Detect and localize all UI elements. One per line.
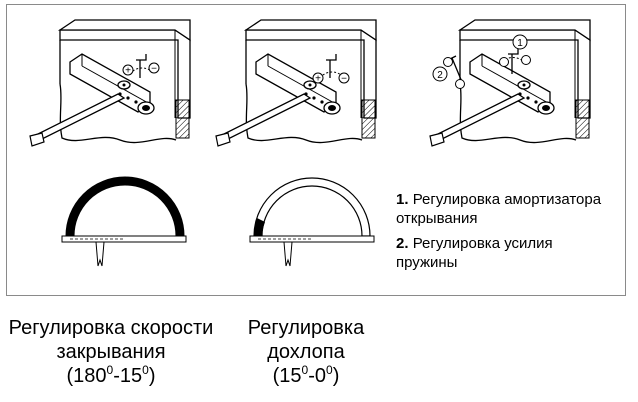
adjustment-legend: 1. Регулировка амортизатора открывания 2…: [396, 190, 626, 278]
callout-2: 2: [437, 70, 443, 81]
caption-line: дохлопа: [267, 341, 345, 363]
closing-speed-caption: Регулировка скорости закрывания (1800-15…: [4, 316, 218, 388]
screwdriver-icon: [122, 54, 160, 78]
caption-line: Регулировка: [247, 317, 365, 339]
legend-item-2: 2. Регулировка усилия пружины: [396, 234, 626, 272]
caption-line: закрывания: [56, 341, 166, 363]
minus-sign: −: [341, 74, 347, 85]
closer-illustration-3: [429, 19, 591, 147]
callout-1: 1: [517, 38, 523, 49]
legend-text: Регулировка амортизатора: [412, 191, 602, 208]
screwdriver-icon: [432, 55, 465, 89]
latching-arc: [249, 177, 375, 267]
legend-text: пружины: [396, 254, 458, 271]
legend-text: Регулировка усилия: [412, 235, 553, 252]
legend-item-1: 1. Регулировка амортизатора открывания: [396, 190, 626, 228]
caption-range: (1800-150): [66, 363, 156, 387]
closer-illustration-2: [215, 19, 377, 147]
screwdriver-icon: [312, 54, 350, 84]
closer-illustration-1: [29, 19, 191, 147]
screwdriver-icon: [499, 34, 531, 74]
minus-sign: −: [151, 64, 157, 75]
plus-sign: +: [315, 74, 321, 85]
diagram-frame: [6, 4, 626, 296]
legend-number: 2.: [396, 235, 409, 252]
plus-sign: +: [125, 66, 131, 77]
legend-text: открывания: [396, 210, 478, 227]
closing-speed-arc: [61, 176, 187, 267]
caption-range: (150-00): [272, 363, 340, 387]
caption-line: Регулировка скорости: [8, 317, 214, 339]
legend-number: 1.: [396, 191, 409, 208]
latching-caption: Регулировка дохлопа (150-00): [226, 316, 386, 388]
